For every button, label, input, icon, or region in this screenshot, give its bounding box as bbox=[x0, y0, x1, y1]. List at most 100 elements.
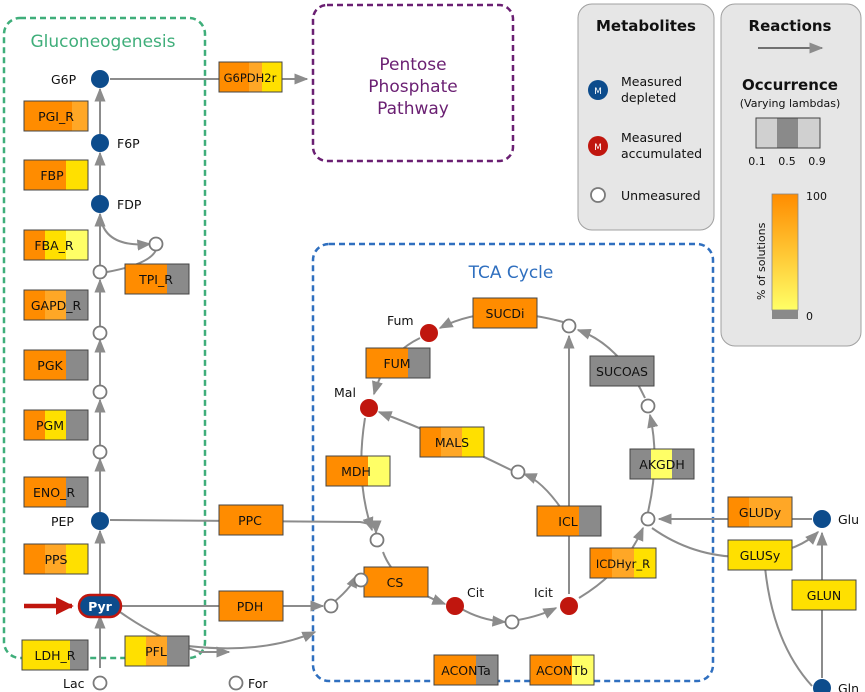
node-pep[interactable] bbox=[91, 512, 109, 530]
reaction-label: GLUDy bbox=[739, 505, 782, 520]
node-unmeasured[interactable] bbox=[92, 444, 108, 460]
node-succoa[interactable] bbox=[640, 398, 656, 414]
pentose-title-line3: Pathway bbox=[377, 99, 449, 119]
reaction-boxes: G6PDH2r PGI_R FBP FBA_R TPI_R bbox=[21, 61, 857, 686]
node-unmeasured[interactable] bbox=[92, 264, 108, 280]
legend-lambda-tick: 0.1 bbox=[748, 155, 766, 168]
reaction-label: GAPD_R bbox=[31, 298, 82, 313]
reaction-pgm[interactable]: PGM bbox=[23, 409, 89, 441]
reaction-ppc[interactable]: PPC bbox=[218, 504, 284, 536]
reaction-pps[interactable]: PPS bbox=[23, 543, 89, 575]
node-fum[interactable] bbox=[420, 324, 438, 342]
reaction-label: MDH bbox=[341, 464, 371, 479]
legend-lambda-high bbox=[798, 118, 820, 148]
legend-accumulated-line1: Measured bbox=[621, 130, 682, 145]
reaction-sucoas[interactable]: SUCOAS bbox=[589, 355, 655, 387]
legend-metabolites: Metabolites M Measured depleted M Measur… bbox=[577, 3, 715, 231]
reaction-label: MALS bbox=[435, 435, 469, 450]
label-glu: Glu bbox=[838, 512, 859, 527]
node-for[interactable] bbox=[228, 675, 244, 691]
reaction-icl[interactable]: ICL bbox=[536, 505, 602, 537]
node-mal[interactable] bbox=[360, 399, 378, 417]
reaction-label: PPC bbox=[238, 513, 262, 528]
tca-title: TCA Cycle bbox=[468, 263, 554, 283]
legend-reactions-title: Reactions bbox=[749, 17, 832, 35]
reaction-fbp[interactable]: FBP bbox=[23, 159, 89, 191]
reaction-acontb[interactable]: ACONTb bbox=[529, 654, 595, 686]
reaction-glun[interactable]: GLUN bbox=[791, 579, 857, 611]
reaction-akgdh[interactable]: AKGDH bbox=[629, 448, 695, 480]
reaction-pgi-r[interactable]: PGI_R bbox=[23, 100, 89, 132]
node-akg[interactable] bbox=[640, 511, 656, 527]
reaction-icdhyr-r[interactable]: ICDHyr_R bbox=[589, 547, 657, 579]
legend-lambda-tick: 0.9 bbox=[808, 155, 826, 168]
node-unmeasured[interactable] bbox=[148, 236, 164, 252]
reaction-fum[interactable]: FUM bbox=[365, 347, 431, 379]
reaction-label: PGI_R bbox=[38, 109, 74, 124]
reaction-label: CS bbox=[387, 575, 404, 590]
reaction-pdh[interactable]: PDH bbox=[218, 590, 284, 622]
reaction-cs[interactable]: CS bbox=[363, 566, 429, 598]
gluconeogenesis-region bbox=[2, 16, 207, 660]
reaction-gludy[interactable]: GLUDy bbox=[727, 496, 793, 528]
legend-colorbar bbox=[771, 193, 799, 311]
node-accoa2[interactable] bbox=[323, 598, 339, 614]
label-lac: Lac bbox=[63, 676, 85, 691]
reaction-mdh[interactable]: MDH bbox=[325, 455, 391, 487]
reaction-pfl[interactable]: PFL bbox=[124, 635, 190, 667]
legend-accumulated-icon bbox=[588, 136, 608, 156]
metabolite-nodes: G6P F6P FDP PEP Pyr Lac For Cit Icit Mal… bbox=[24, 70, 859, 692]
node-fdp[interactable] bbox=[91, 195, 109, 213]
reaction-gapd-r[interactable]: GAPD_R bbox=[23, 289, 89, 321]
node-lac[interactable] bbox=[92, 675, 108, 691]
node-unmeasured[interactable] bbox=[92, 325, 108, 341]
tca-region bbox=[311, 242, 715, 683]
legend-unmeasured-label: Unmeasured bbox=[621, 188, 701, 203]
legend-colorbar-max: 100 bbox=[806, 190, 827, 203]
label-fum: Fum bbox=[387, 313, 414, 328]
label-cit: Cit bbox=[467, 585, 484, 600]
legend-lambda-tick: 0.5 bbox=[778, 155, 796, 168]
reaction-label: ICL bbox=[558, 514, 577, 529]
reaction-g6pdh2r[interactable]: G6PDH2r bbox=[218, 61, 283, 93]
reaction-eno-r[interactable]: ENO_R bbox=[23, 476, 89, 508]
reaction-sucdi[interactable]: SUCDi bbox=[472, 297, 538, 329]
reaction-label: G6PDH2r bbox=[224, 71, 277, 85]
node-cisaconitate[interactable] bbox=[504, 614, 520, 630]
legend-m-glyph: M bbox=[594, 143, 602, 153]
node-oaa[interactable] bbox=[369, 532, 385, 548]
reaction-glusy[interactable]: GLUSy bbox=[727, 539, 793, 571]
label-for: For bbox=[248, 676, 268, 691]
reaction-label: FBA_R bbox=[34, 238, 74, 253]
node-cit[interactable] bbox=[446, 597, 464, 615]
reaction-label: PGK bbox=[37, 358, 63, 373]
reaction-label: ACONTa bbox=[441, 663, 490, 678]
label-mal: Mal bbox=[334, 385, 356, 400]
pentose-title-line1: Pentose bbox=[379, 55, 446, 75]
node-gln[interactable] bbox=[813, 679, 831, 692]
legend-colorbar-zero bbox=[772, 310, 798, 319]
node-unmeasured[interactable] bbox=[92, 384, 108, 400]
reaction-ldh-r[interactable]: LDH_R bbox=[21, 639, 89, 671]
reaction-tpi-r[interactable]: TPI_R bbox=[124, 263, 190, 295]
reaction-fba-r[interactable]: FBA_R bbox=[23, 229, 89, 261]
node-glu[interactable] bbox=[813, 510, 831, 528]
node-g6p[interactable] bbox=[91, 70, 109, 88]
legend-reactions: Reactions Occurrence (Varying lambdas) 0… bbox=[720, 3, 862, 347]
node-succinate[interactable] bbox=[561, 318, 577, 334]
node-pyr[interactable] bbox=[77, 593, 123, 619]
node-f6p[interactable] bbox=[91, 134, 109, 152]
node-icit[interactable] bbox=[560, 597, 578, 615]
legend-depleted-line2: depleted bbox=[621, 90, 676, 105]
reaction-mals[interactable]: MALS bbox=[419, 426, 485, 458]
node-accoa[interactable] bbox=[353, 572, 369, 588]
reaction-label: FUM bbox=[383, 356, 410, 371]
reaction-label: PPS bbox=[44, 552, 67, 567]
label-pep: PEP bbox=[51, 514, 74, 529]
node-glyoxylate[interactable] bbox=[510, 464, 526, 480]
legend-occurrence-title: Occurrence bbox=[742, 76, 838, 94]
reaction-label: PDH bbox=[237, 599, 264, 614]
reaction-pgk[interactable]: PGK bbox=[23, 349, 89, 381]
reaction-aconta[interactable]: ACONTa bbox=[433, 654, 499, 686]
